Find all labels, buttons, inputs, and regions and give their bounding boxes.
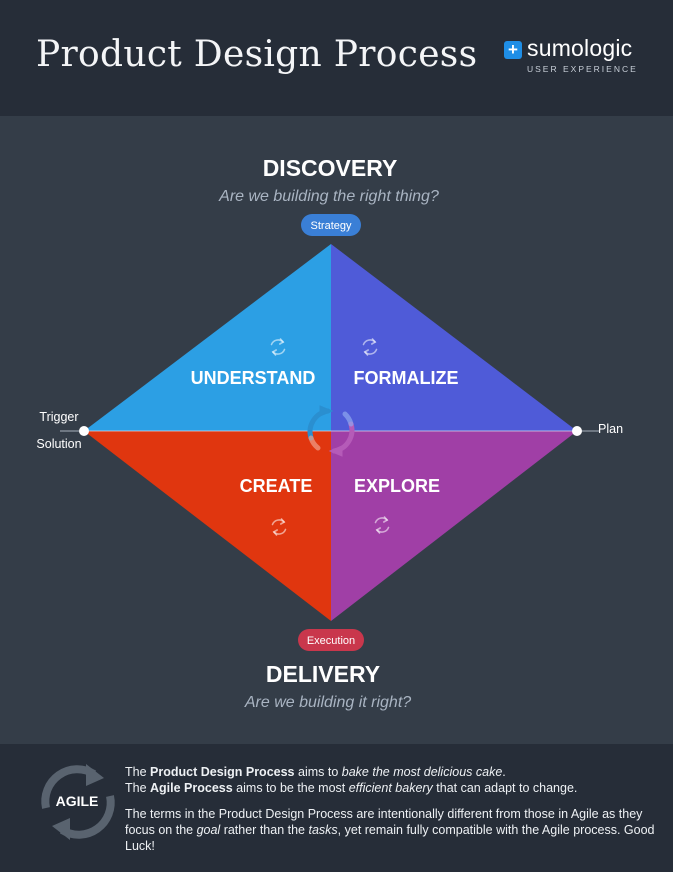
cake-phrase: bake the most delicious cake [341, 765, 503, 779]
explore-label: EXPLORE [354, 476, 440, 496]
discovery-question: Are we building the right thing? [218, 188, 439, 205]
header: Product Design Process + sumologic USER … [0, 0, 673, 116]
page-title: Product Design Process [36, 34, 478, 75]
footer-paragraph-2: The terms in the Product Design Process … [125, 806, 655, 854]
text: rather than the [220, 823, 309, 837]
goal-word: goal [196, 823, 221, 837]
strategy-badge-label: Strategy [311, 220, 352, 232]
agile-process-sentence: The Agile Process aims to be the most ef… [125, 780, 645, 796]
plan-label: Plan [598, 422, 623, 436]
bakery-phrase: efficient bakery [348, 781, 433, 795]
solution-label: Solution [36, 437, 81, 451]
delivery-question: Are we building it right? [244, 694, 411, 711]
create-label: CREATE [240, 476, 313, 496]
discovery-title: DISCOVERY [263, 155, 398, 181]
diagram-section: DISCOVERY Are we building the right thin… [0, 116, 673, 744]
product-design-diagram: DISCOVERY Are we building the right thin… [36, 155, 623, 711]
plus-icon: + [504, 41, 522, 59]
product-design-process-term: Product Design Process [150, 765, 295, 779]
footer-paragraph-1: The Product Design Process aims to bake … [125, 764, 645, 796]
footer: AGILE The Product Design Process aims to… [0, 744, 673, 872]
text: aims to [294, 765, 342, 779]
trigger-label: Trigger [39, 410, 78, 424]
agile-label: AGILE [56, 793, 99, 809]
delivery-title: DELIVERY [266, 661, 380, 687]
understand-quadrant [84, 244, 331, 431]
center-cycle-icon [307, 405, 355, 457]
text: . [502, 765, 506, 779]
left-endpoint [79, 426, 89, 436]
right-endpoint [572, 426, 582, 436]
strategy-badge [301, 214, 361, 236]
explore-quadrant [331, 431, 577, 621]
text: , yet remain fully compatible with the A… [125, 823, 655, 853]
formalize-quadrant [331, 244, 577, 431]
logo-subtitle: USER EXPERIENCE [527, 64, 638, 74]
text: that can adapt to change. [432, 781, 578, 795]
execution-badge-label: Execution [307, 635, 355, 647]
text: The [125, 765, 151, 779]
execution-badge [298, 629, 364, 651]
understand-label: UNDERSTAND [191, 368, 316, 388]
product-process-sentence: The Product Design Process aims to bake … [125, 764, 645, 780]
text: The [125, 781, 151, 795]
tasks-word: tasks [308, 823, 338, 837]
text: aims to be the most [232, 781, 349, 795]
agile-cycle-icon: AGILE [41, 764, 115, 840]
text: The terms in the Product Design Process … [125, 807, 643, 837]
logo-name: sumologic [527, 35, 633, 61]
sumologic-logo: + sumologic USER EXPERIENCE [504, 35, 644, 78]
agile-process-term: Agile Process [150, 781, 233, 795]
formalize-label: FORMALIZE [354, 368, 459, 388]
create-quadrant [84, 431, 331, 621]
